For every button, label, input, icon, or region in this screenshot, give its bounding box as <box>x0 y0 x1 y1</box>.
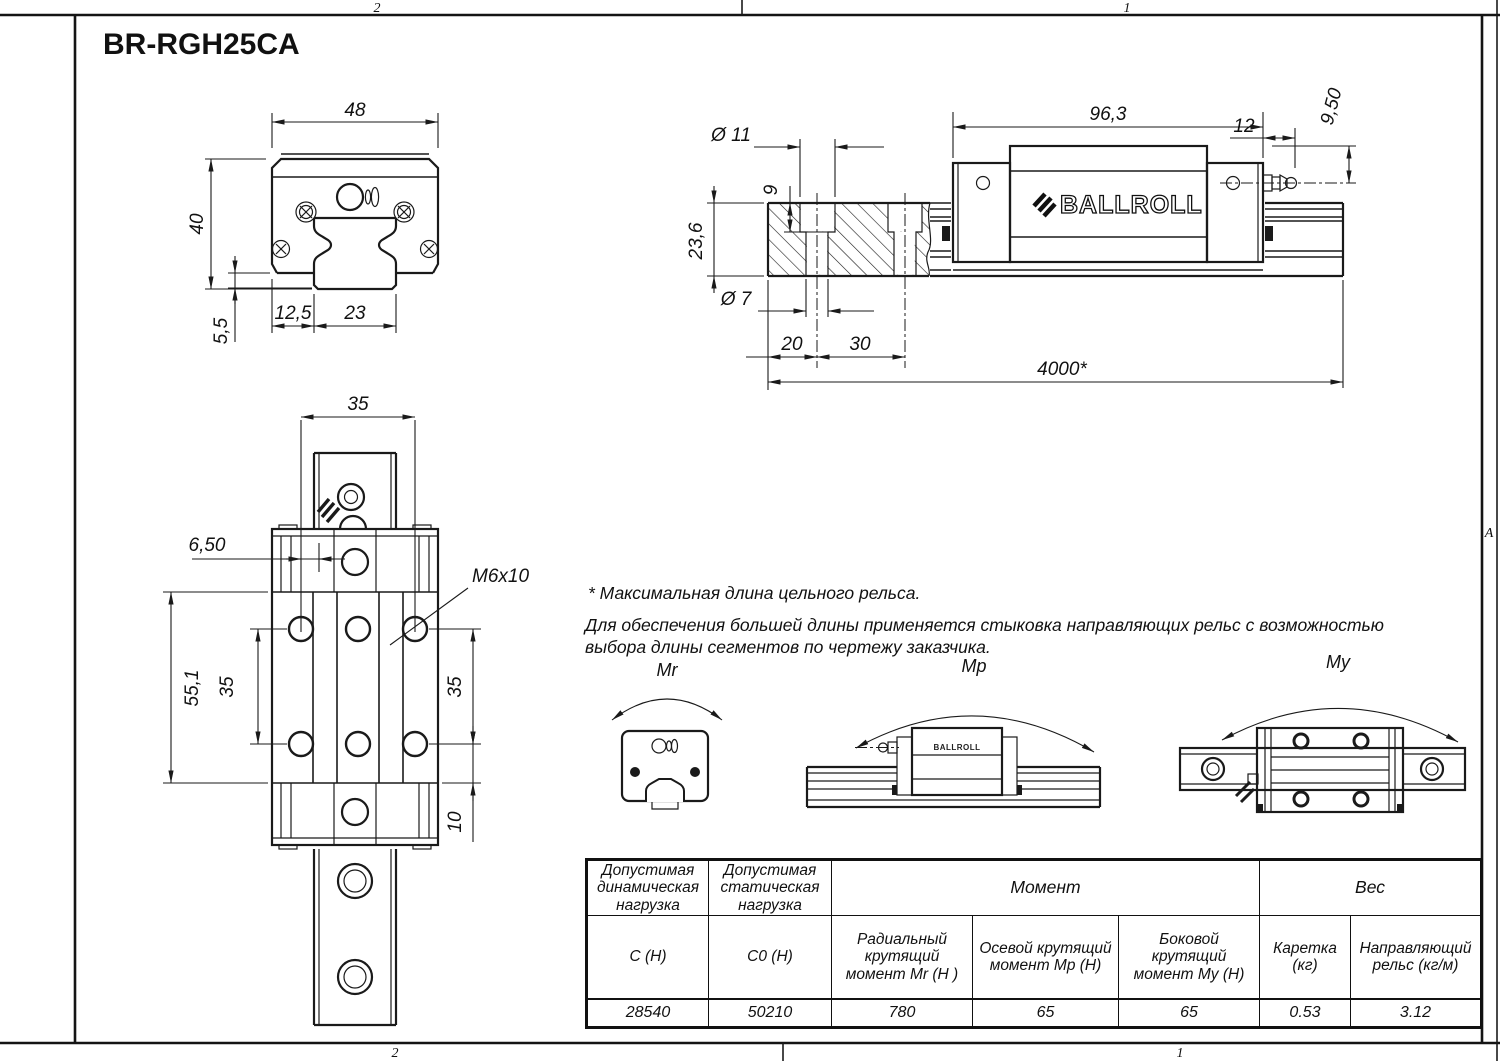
subheader-carriage: Каретка (кг) <box>1259 915 1351 1000</box>
value-my: 65 <box>1118 998 1260 1029</box>
dim-edge-offset: 6,50 <box>189 535 226 556</box>
ballroll-logo: BALLROLL <box>1032 190 1203 220</box>
carriage-top <box>270 524 440 850</box>
value-c0: 50210 <box>708 998 832 1029</box>
zone-bottom-right: 1 <box>1177 1046 1184 1061</box>
moment-mr: Mr <box>611 660 723 810</box>
dim-nipple-height: 9,50 <box>1317 86 1347 128</box>
zone-bottom-left: 2 <box>392 1046 399 1061</box>
dim-front-width: 48 <box>344 100 366 121</box>
rail-top <box>312 849 398 1027</box>
value-c: 28540 <box>586 998 709 1029</box>
dim-counterbore-dia: Ø 11 <box>710 125 751 146</box>
moment-mp-logo: BALLROLL <box>933 743 980 752</box>
header-weight: Вес <box>1259 858 1482 917</box>
top-view: 35 6,50 M6x10 55,1 35 35 <box>163 394 529 1027</box>
subheader-mr: Радиальный крутящий момент Mr (H ) <box>831 915 973 1000</box>
dim-hole-pitch-left: 35 <box>217 676 238 698</box>
dim-counterbore-depth: 9 <box>761 184 782 195</box>
dim-front-offset: 12,5 <box>275 303 312 324</box>
value-carriage: 0.53 <box>1259 998 1351 1029</box>
header-dynamic-load: Допустимая динамическая нагрузка <box>586 858 709 917</box>
note-joining-line2: выбора длины сегментов по чертежу заказч… <box>585 637 991 657</box>
dim-thread: M6x10 <box>472 566 529 587</box>
header-moment: Момент <box>831 858 1260 917</box>
value-mr: 780 <box>831 998 973 1029</box>
front-view: 48 40 5,5 12,5 23 <box>187 100 440 344</box>
zone-top-left: 2 <box>374 1 381 16</box>
dim-front-height: 40 <box>187 213 208 235</box>
dim-hole-pitch-right: 35 <box>445 676 466 698</box>
dim-end-to-hole: 20 <box>780 334 803 355</box>
subheader-my: Боковой крутящий момент My (H) <box>1118 915 1260 1000</box>
note-max-length: * Максимальная длина цельного рельса. <box>588 583 921 603</box>
part-number-title: BR-RGH25CA <box>103 28 300 61</box>
dim-front-rail-width: 23 <box>343 303 366 324</box>
header-static-load: Допустимая статическая нагрузка <box>708 858 832 917</box>
carriage-side: BALLROLL <box>942 144 1298 264</box>
rail-side <box>930 201 1345 278</box>
top-dimensions: 35 6,50 M6x10 55,1 35 35 <box>163 394 529 842</box>
moment-mr-label: Mr <box>657 660 679 680</box>
zone-top-right: 1 <box>1124 1 1131 16</box>
ballroll-logo-text: BALLROLL <box>1060 191 1203 219</box>
dim-end-offset: 10 <box>445 811 466 833</box>
side-dimensions: 96,3 12 9,50 Ø 11 9 23,6 <box>686 86 1356 390</box>
mount-holes <box>287 615 429 758</box>
dim-hole-pitch: 30 <box>849 334 871 355</box>
subheader-mp: Осевой крутящий момент Mp (H) <box>972 915 1119 1000</box>
front-screws <box>271 201 439 259</box>
moment-mp-label: Mp <box>961 656 986 676</box>
dim-rail-length: 4000* <box>1037 359 1087 380</box>
moment-mp: Mp BALLROLL <box>805 656 1102 809</box>
grease-nipple-top <box>316 482 368 530</box>
subheader-rail: Направляющий рельс (кг/м) <box>1350 915 1482 1000</box>
dim-end-length: 12 <box>1233 116 1255 137</box>
moment-my: My <box>1178 652 1467 814</box>
dim-hole-span: 35 <box>347 394 369 415</box>
subheader-c: C (H) <box>586 915 709 1000</box>
dim-front-base: 5,5 <box>211 317 232 344</box>
spec-table: Допустимая динамическая нагрузка Допусти… <box>585 858 1483 1030</box>
dim-body-length: 55,1 <box>182 670 203 707</box>
value-mp: 65 <box>972 998 1119 1029</box>
front-dimensions: 48 40 5,5 12,5 23 <box>187 100 439 344</box>
dim-hole-dia: Ø 7 <box>720 289 753 310</box>
dim-rail-height: 23,6 <box>686 222 707 260</box>
moment-my-label: My <box>1326 652 1351 672</box>
dim-carriage-length: 96,3 <box>1090 104 1127 125</box>
subheader-c0: C0 (H) <box>708 915 832 1000</box>
note-joining-line1: Для обеспечения большей длины применяетс… <box>585 615 1384 635</box>
side-view: BALLROLL 96,3 12 9,50 Ø 11 9 <box>686 86 1356 390</box>
zone-row-a: A <box>1484 526 1494 541</box>
value-rail: 3.12 <box>1350 998 1482 1029</box>
